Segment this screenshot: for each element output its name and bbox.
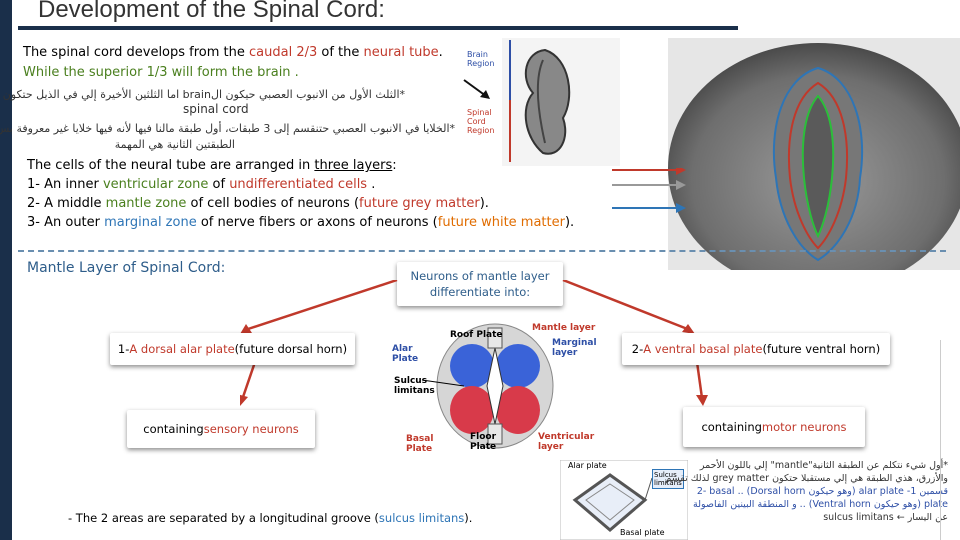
arabic-note2-line: والأزرق، هذي الطبقة هي إلي مستقبلا حتكون… — [665, 473, 948, 484]
sensory-neurons-box: containing sensory neurons — [127, 410, 315, 448]
layers-text: of — [208, 177, 230, 192]
motor-prefix: containing — [701, 420, 762, 434]
alar-plate-label: Alar Plate — [392, 344, 419, 364]
layers-text: . — [367, 177, 376, 192]
arabic-note-line: الطبقتين الثانية هي المهمة — [114, 138, 235, 151]
basal-plate-label: Basal Plate — [406, 434, 434, 454]
layers-text: ). — [564, 215, 575, 230]
ventricular-layer-label: Ventricular layer — [538, 432, 595, 452]
basal-future-text: (future ventral horn) — [762, 342, 881, 356]
spinal-cord-region-label: Spinal Cord Region — [467, 108, 495, 135]
brain-region-label: Brain Region — [467, 50, 495, 68]
groove-suffix: ). — [464, 511, 473, 525]
cross-section-diagram: Roof Plate Mantle layer Alar Plate Margi… — [392, 318, 598, 456]
marginal-layer-label: Marginal layer — [552, 338, 597, 358]
groove-prefix: - The 2 areas are separated by a longitu… — [68, 511, 379, 525]
layer-item-3: 3- An outer marginal zone of nerve fiber… — [27, 215, 574, 230]
alar-number: 1- — [117, 342, 130, 356]
small-plate-diagram: Alar plate Sulcus limitans Basal plate — [560, 460, 688, 540]
slide-title: Development of the Spinal Cord: — [38, 0, 385, 23]
intro-text: The spinal cord develops from the — [23, 45, 250, 60]
arabic-note2-line: *أول شيء نتكلم عن الطبقة الثانية"mantle"… — [699, 460, 948, 471]
small-basal-label: Basal plate — [620, 528, 665, 537]
left-accent-bar — [0, 0, 12, 540]
sulcus-limitans-label: Sulcus limitans — [394, 376, 435, 396]
arabic-note2-line: plate (وهو حيكون Ventral horn) .. و المن… — [693, 499, 948, 510]
caudal-text: caudal 2/3 — [249, 45, 318, 60]
marginal-zone-text: marginal zone — [104, 215, 197, 230]
layers-intro: The cells of the neural tube are arrange… — [27, 158, 397, 173]
arabic-note-line: *الثلث الأول من الانبوب العصبي حيكون الb… — [2, 88, 405, 101]
groove-text: - The 2 areas are separated by a longitu… — [68, 511, 472, 525]
sensory-neurons-text: sensory neurons — [203, 422, 299, 436]
layer-item-1: 1- An inner ventricular zone of undiffer… — [27, 177, 375, 192]
mantle-zone-text: mantle zone — [105, 196, 187, 211]
layers-text: 1- An inner — [27, 177, 103, 192]
layers-text: of cell bodies of neurons ( — [186, 196, 360, 211]
section-divider — [18, 250, 946, 252]
zone-pointer-arrows — [612, 168, 686, 213]
mantle-layer-label: Mantle layer — [532, 323, 596, 333]
title-underline — [18, 26, 738, 30]
intro-line-2: While the superior 1/3 will form the bra… — [23, 65, 299, 80]
ventricular-zone-text: ventricular zone — [102, 177, 209, 192]
mantle-heading: Mantle Layer of Spinal Cord: — [27, 260, 226, 276]
layers-text: 2- A middle — [27, 196, 106, 211]
neural-tube-text: neural tube — [363, 45, 439, 60]
arabic-note-line: spinal cord — [183, 102, 249, 116]
layers-text: 3- An outer — [27, 215, 105, 230]
motor-neurons-box: containing motor neurons — [683, 407, 865, 447]
neurons-differentiate-box: Neurons of mantle layer differentiate in… — [397, 262, 563, 306]
layer-item-2: 2- A middle mantle zone of cell bodies o… — [27, 196, 489, 211]
alar-plate-text: A dorsal alar plate — [129, 342, 235, 356]
alar-plate-box: 1- A dorsal alar plate (future dorsal ho… — [110, 333, 355, 365]
three-layers-text: three layers — [314, 158, 393, 173]
sulcus-limitans-text: sulcus limitans — [378, 511, 465, 525]
arabic-note-line: *الخلايا في الانبوب العصبي حتنقسم إلى 3 … — [0, 122, 455, 135]
motor-neurons-text: motor neurons — [761, 420, 847, 434]
alar-future-text: (future dorsal horn) — [234, 342, 348, 356]
arabic-note2-line: عن اليسار ← sulcus limitans — [823, 512, 948, 523]
intro-text: . — [438, 45, 443, 60]
layers-text: The cells of the neural tube are arrange… — [27, 158, 315, 173]
small-alar-label: Alar plate — [568, 461, 607, 470]
arabic-note2-line: قسمين 1- alar plate (وهو حيكون Dorsal ho… — [696, 486, 948, 497]
undifferentiated-text: undifferentiated cells — [229, 177, 368, 192]
basal-number: 2- — [631, 342, 644, 356]
embryo-image: Brain Region Spinal Cord Region — [465, 38, 620, 166]
intro-text: of the — [317, 45, 364, 60]
basal-plate-box: 2- A ventral basal plate (future ventral… — [622, 333, 890, 365]
basal-plate-text: A ventral basal plate — [643, 342, 763, 356]
small-sulcus-label: Sulcus limitans — [652, 469, 684, 489]
white-matter-text: future white matter — [437, 215, 565, 230]
micrograph-image — [668, 38, 960, 270]
roof-plate-label: Roof Plate — [450, 330, 503, 340]
sensory-prefix: containing — [143, 422, 204, 436]
grey-matter-text: future grey matter — [359, 196, 480, 211]
layers-text: of nerve fibers or axons of neurons ( — [196, 215, 438, 230]
intro-line-1: The spinal cord develops from the caudal… — [23, 45, 443, 60]
layers-text: : — [392, 158, 397, 173]
floor-plate-label: Floor Plate — [470, 432, 497, 452]
branch-arrows — [240, 280, 708, 406]
layers-text: ). — [479, 196, 489, 211]
pointer-arrow — [463, 79, 490, 99]
right-edge-line — [940, 340, 941, 540]
